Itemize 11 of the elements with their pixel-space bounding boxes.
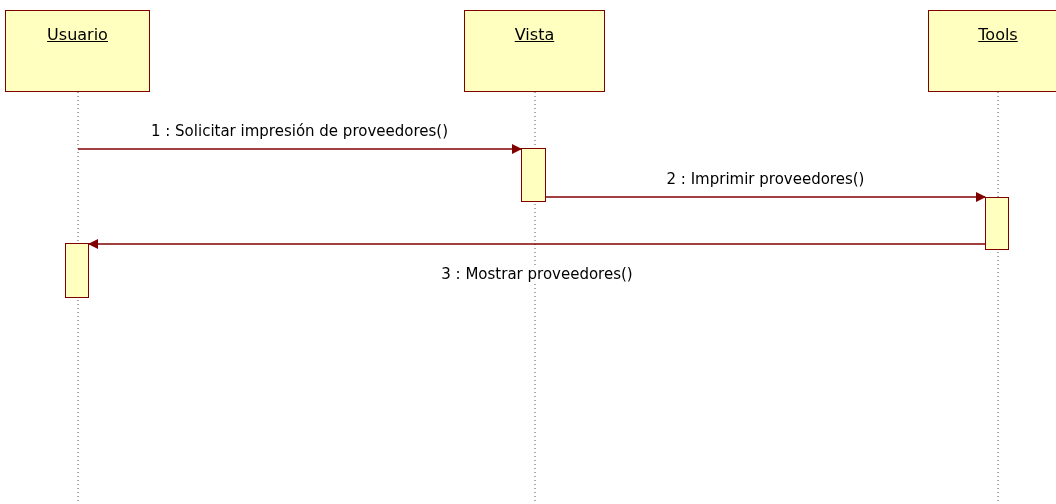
message-arrow bbox=[88, 239, 986, 249]
message-arrow bbox=[77, 144, 522, 154]
object-box: Usuario bbox=[5, 10, 150, 92]
activation-bar bbox=[521, 148, 546, 202]
object-box: Tools bbox=[928, 10, 1056, 92]
message-label: 2 : Imprimir proveedores() bbox=[664, 170, 867, 188]
object-box: Vista bbox=[464, 10, 605, 92]
activation-bar bbox=[985, 197, 1009, 250]
message-arrow bbox=[545, 192, 986, 202]
message-label: 3 : Mostrar proveedores() bbox=[439, 265, 635, 283]
activation-bar bbox=[65, 243, 89, 298]
